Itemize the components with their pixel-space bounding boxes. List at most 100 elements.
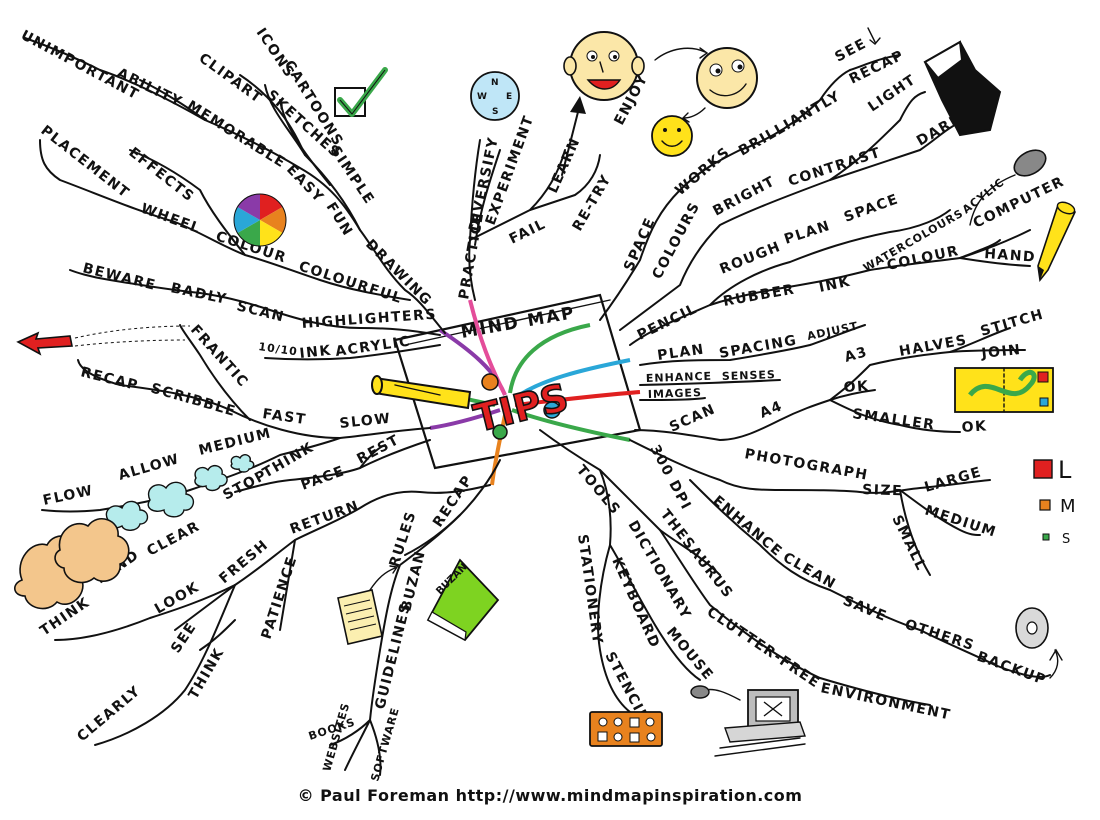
branch-clean <box>689 479 1051 678</box>
computer-icon <box>690 685 806 757</box>
label-size: SIZE <box>862 482 904 499</box>
legend-small-label: S <box>1062 532 1070 547</box>
label-see: SEE <box>168 619 200 656</box>
label-spacing: SPACING <box>718 332 799 361</box>
label-enhance: ENHANCE <box>646 370 713 385</box>
branch-photograph <box>629 439 991 576</box>
branch-space <box>599 54 901 321</box>
label-allow: ALLOW <box>117 451 182 484</box>
branch-colour <box>39 139 411 301</box>
face-medium-icon <box>696 47 758 109</box>
label-senses: SENSES <box>722 368 776 383</box>
label-backup: BACKUP <box>975 649 1049 689</box>
face-big-icon <box>563 31 645 101</box>
label-a3: A3 <box>843 344 870 366</box>
branch-pencil <box>629 209 1031 346</box>
label-space-2: SPACE <box>842 191 901 226</box>
label-software: SOFTWARE <box>368 706 402 783</box>
label-see-2: SEE <box>832 36 869 66</box>
label-badly: BADLY <box>169 280 229 308</box>
label-ok-2: OK <box>961 418 988 436</box>
label-beware: BEWARE <box>81 260 158 294</box>
label-think-3: THINK <box>186 645 228 702</box>
label-easy: EASY <box>283 162 327 207</box>
label-300-dpi: 300 DPI <box>646 442 694 513</box>
telescope-icon <box>371 375 472 410</box>
legend-large-swatch <box>1033 459 1053 479</box>
light-dark-swatch-icon <box>923 40 1002 137</box>
label-bright: BRIGHT <box>710 173 778 219</box>
label-halves: HALVES <box>898 332 969 360</box>
label-re-try: RE-TRY <box>570 172 615 234</box>
face-small-icon <box>651 115 693 157</box>
label-ink: INK <box>299 343 333 362</box>
label-hand: HAND <box>984 246 1037 266</box>
label-look: LOOK <box>152 579 203 617</box>
stencil-icon <box>589 711 663 747</box>
label-plan-2: PLAN <box>656 341 705 363</box>
colour-wheel-icon <box>233 193 287 247</box>
legend-medium-swatch <box>1039 499 1051 511</box>
label-clean: CLEAN <box>780 550 839 593</box>
brain-icons <box>14 517 130 610</box>
label-scan-2: SCAN <box>667 401 718 436</box>
label-rest: REST <box>354 432 402 468</box>
label-join: JOIN <box>980 342 1022 362</box>
branch-pace <box>234 439 431 493</box>
label-medium-2: MEDIUM <box>923 503 999 541</box>
label-effects: EFFECTS <box>126 145 198 206</box>
label-clipart: CLIPART <box>196 50 266 107</box>
label-memorable: MEMORABLE <box>184 98 289 172</box>
label-ok: OK <box>843 378 870 396</box>
arrow-face-2-head <box>681 112 690 123</box>
label-adjust: ADJUST <box>806 319 860 343</box>
label-stitch: STITCH <box>979 306 1046 339</box>
label-environment: ENVIRONMENT <box>819 680 952 723</box>
copyright-footer: © Paul Foreman http://www.mindmapinspira… <box>297 786 803 805</box>
tips-center-badge: TIPS <box>469 373 573 442</box>
label-fast: FAST <box>261 406 307 428</box>
label-save: SAVE <box>841 593 890 625</box>
label-smaller: SMALLER <box>851 406 936 433</box>
branch-slow <box>41 324 431 513</box>
compass-icon: N E S W <box>470 71 520 121</box>
label-flow: FLOW <box>42 483 96 509</box>
pencil-icon <box>1037 201 1077 282</box>
label-slow: SLOW <box>339 411 392 432</box>
down-arrow-small <box>867 27 881 45</box>
branch-highlighters <box>69 269 441 361</box>
cd-disc-icon <box>1015 607 1063 679</box>
label-enhance-2: ENHANCE <box>709 493 785 560</box>
branch-drawing <box>24 37 446 334</box>
branch-practice <box>468 139 601 301</box>
label-plan: PLAN <box>782 218 832 248</box>
label-scribble: SCRIBBLE <box>149 380 238 420</box>
label-others: OTHERS <box>903 617 977 655</box>
label-medium: MEDIUM <box>197 425 273 459</box>
arrow-face-1 <box>654 47 706 61</box>
label-fail: FAIL <box>507 216 549 247</box>
notepad-icon <box>337 565 399 645</box>
branch-colours <box>619 91 956 331</box>
label-a4: A4 <box>758 398 786 422</box>
label-pace: PACE <box>299 463 347 494</box>
label-colours: COLOURS <box>649 199 703 282</box>
label-photograph: PHOTOGRAPH <box>743 446 869 484</box>
label-return: RETURN <box>288 498 362 538</box>
label-space: SPACE <box>621 215 659 274</box>
label-clutter-free: CLUTTER-FREE <box>704 604 823 692</box>
label-ten-ten: 10/10 <box>258 340 299 358</box>
branch-scan <box>634 327 1026 441</box>
buzan-book-icon: BUZAN <box>426 558 500 642</box>
label-clearly: CLEARLY <box>74 683 144 745</box>
compass-s: S <box>492 107 498 117</box>
mind-map-diagram: MIND MAP TIPS UNIMPORTANT ABILITY MEMORA… <box>14 25 1077 783</box>
label-images: IMAGES <box>648 386 702 401</box>
label-frantic: FRANTIC <box>187 322 251 391</box>
compass-n: N <box>491 78 499 88</box>
branch-tools <box>539 429 931 713</box>
legend-small-swatch <box>1042 533 1050 541</box>
label-recap: RECAP <box>79 364 140 394</box>
label-wheel: WHEEL <box>139 201 203 237</box>
